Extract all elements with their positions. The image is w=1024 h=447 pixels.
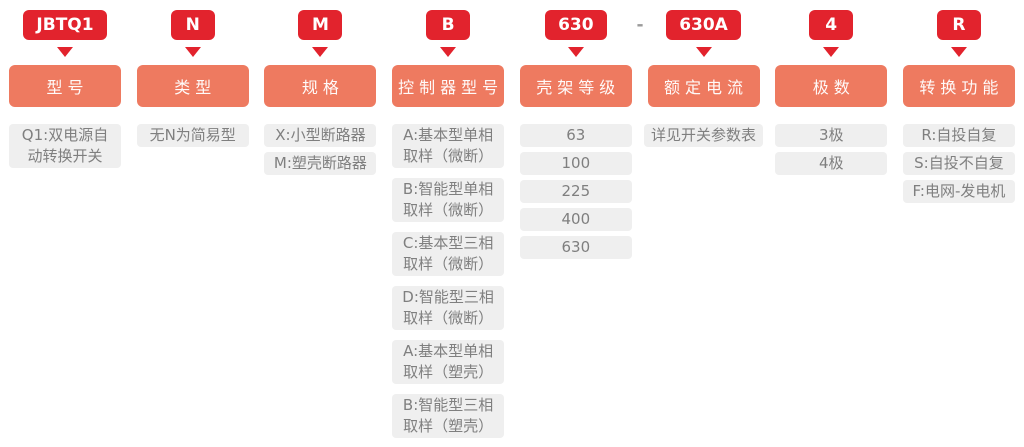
item-box: D:智能型三相 取样（微断） bbox=[392, 286, 505, 330]
item-list: A:基本型单相 取样（微断） B:智能型单相 取样（微断） C:基本型三相 取样（微… bbox=[392, 124, 505, 438]
item-box: 4极 bbox=[775, 152, 888, 175]
item-box: Q1:双电源自 动转换开关 bbox=[9, 124, 121, 168]
item-box: A:基本型单相 取样（微断） bbox=[392, 124, 505, 168]
badge-row: 630 bbox=[545, 10, 607, 40]
segment-header: 额定电流 bbox=[647, 65, 760, 107]
dash-separator: - bbox=[636, 15, 644, 35]
badge-row: 4 bbox=[809, 10, 854, 40]
item-box: 3极 bbox=[775, 124, 888, 147]
badge-row: R bbox=[936, 10, 981, 40]
item-list: R:自投自复 S:自投不自复 F:电网-发电机 bbox=[902, 124, 1015, 203]
model-code-badge: 630 bbox=[545, 10, 607, 40]
badge-row: N bbox=[170, 10, 215, 40]
item-list: Q1:双电源自 动转换开关 bbox=[9, 124, 121, 168]
segment-column-M: M 规格 X:小型断路器 M:塑壳断路器 bbox=[264, 10, 377, 438]
item-box: 63 bbox=[519, 124, 632, 147]
model-code-badge: M bbox=[298, 10, 343, 40]
model-code-badge: B bbox=[426, 10, 471, 40]
segment-header: 极数 bbox=[775, 65, 888, 107]
segment-header: 壳架等级 bbox=[519, 65, 632, 107]
item-box: X:小型断路器 bbox=[264, 124, 377, 147]
badge-row: 630A bbox=[666, 10, 741, 40]
model-code-badge: N bbox=[170, 10, 215, 40]
item-box: B:智能型三相 取样（塑壳） bbox=[392, 394, 505, 438]
segment-column-N: N 类型 无N为简易型 bbox=[136, 10, 249, 438]
model-code-badge: 4 bbox=[809, 10, 854, 40]
segment-column-630: 630 壳架等级 63 100 225 400 630 bbox=[519, 10, 632, 438]
arrow-down-icon bbox=[184, 47, 201, 57]
segment-column-JBTQ1: JBTQ1 型号 Q1:双电源自 动转换开关 bbox=[9, 10, 121, 438]
segment-column-B: B 控制器型号 A:基本型单相 取样（微断） B:智能型单相 取样（微断） C:基本… bbox=[392, 10, 505, 438]
item-list: 无N为简易型 bbox=[136, 124, 249, 147]
item-box: C:基本型三相 取样（微断） bbox=[392, 232, 505, 276]
arrow-down-icon bbox=[567, 47, 584, 57]
item-box: S:自投不自复 bbox=[902, 152, 1015, 175]
item-box: 详见开关参数表 bbox=[644, 124, 764, 147]
model-code-badge: JBTQ1 bbox=[23, 10, 107, 40]
segment-column-R: R 转换功能 R:自投自复 S:自投不自复 F:电网-发电机 bbox=[902, 10, 1015, 438]
item-list: 详见开关参数表 bbox=[644, 124, 764, 147]
item-box: 225 bbox=[519, 180, 632, 203]
item-box: R:自投自复 bbox=[902, 124, 1015, 147]
segment-header: 类型 bbox=[136, 65, 249, 107]
badge-row: M bbox=[298, 10, 343, 40]
item-box: 无N为简易型 bbox=[136, 124, 249, 147]
arrow-down-icon bbox=[695, 47, 712, 57]
arrow-down-icon bbox=[57, 47, 73, 57]
item-box: A:基本型单相 取样（塑壳） bbox=[392, 340, 505, 384]
item-box: 400 bbox=[519, 208, 632, 231]
item-list: 63 100 225 400 630 bbox=[519, 124, 632, 259]
arrow-down-icon bbox=[312, 47, 329, 57]
item-box: F:电网-发电机 bbox=[902, 180, 1015, 203]
badge-row: JBTQ1 bbox=[23, 10, 107, 40]
model-naming-diagram: JBTQ1 型号 Q1:双电源自 动转换开关 N 类型 无N为简易型 M 规格 … bbox=[9, 10, 1015, 438]
segment-header: 规格 bbox=[264, 65, 377, 107]
badge-row: B bbox=[426, 10, 471, 40]
item-box: M:塑壳断路器 bbox=[264, 152, 377, 175]
model-code-badge: 630A bbox=[666, 10, 741, 40]
arrow-down-icon bbox=[950, 47, 967, 57]
model-code-badge: R bbox=[936, 10, 981, 40]
item-box: B:智能型单相 取样（微断） bbox=[392, 178, 505, 222]
arrow-down-icon bbox=[823, 47, 840, 57]
arrow-down-icon bbox=[440, 47, 457, 57]
segment-header: 控制器型号 bbox=[392, 65, 505, 107]
segment-header: 转换功能 bbox=[902, 65, 1015, 107]
segment-header: 型号 bbox=[9, 65, 121, 107]
item-list: X:小型断路器 M:塑壳断路器 bbox=[264, 124, 377, 175]
item-box: 100 bbox=[519, 152, 632, 175]
item-box: 630 bbox=[519, 236, 632, 259]
segment-column-630A: 630A 额定电流 详见开关参数表 bbox=[644, 10, 764, 438]
